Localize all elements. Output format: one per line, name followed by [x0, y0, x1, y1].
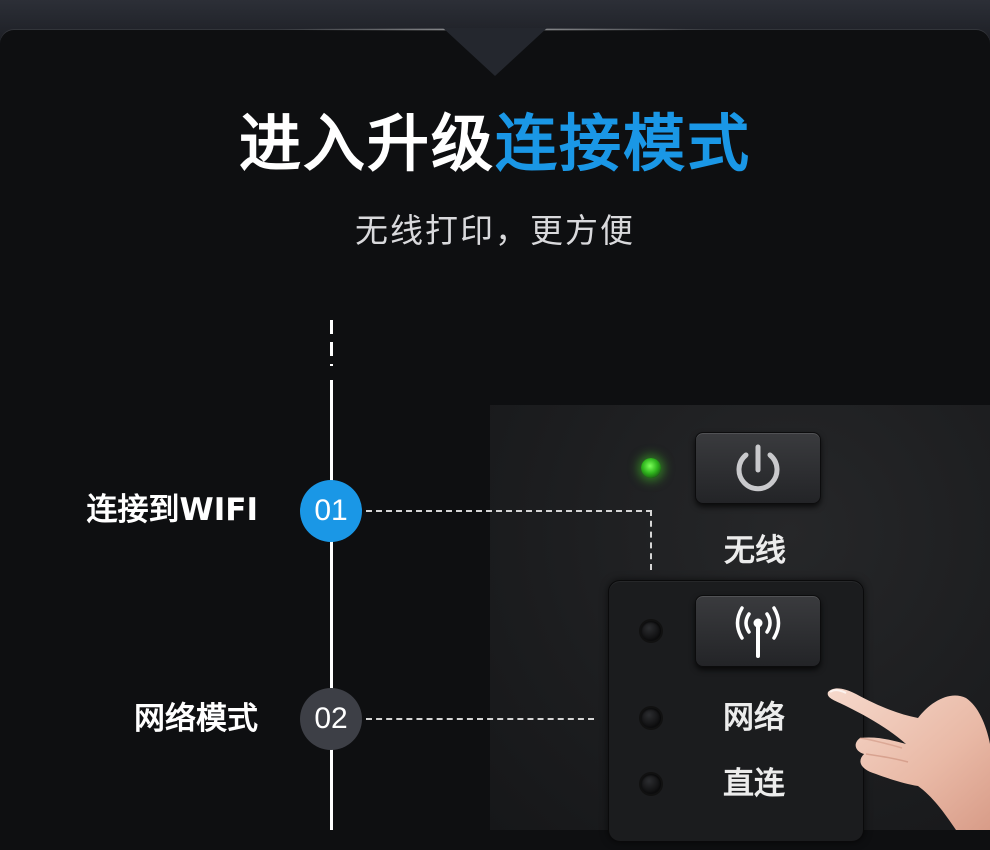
- step-label-wifi: 连接到WIFI: [86, 492, 258, 528]
- headline: 进入升级连接模式: [0, 104, 990, 184]
- notch-decoration: [443, 28, 547, 76]
- pointing-hand-icon: [827, 688, 990, 830]
- power-led-indicator: [641, 458, 661, 478]
- connector-drop-01: [650, 510, 652, 570]
- wifi-mode-button[interactable]: [695, 595, 821, 667]
- network-led-indicator: [641, 708, 661, 728]
- step-badge-01: 01: [300, 480, 362, 542]
- headline-part1: 进入升级: [238, 107, 495, 180]
- wifi-antenna-icon: [735, 606, 781, 658]
- wireless-label: 无线: [724, 533, 786, 569]
- connector-line-02: [366, 718, 594, 720]
- connector-line-01: [366, 510, 652, 512]
- subtitle: 无线打印，更方便: [355, 211, 635, 250]
- direct-label: 直连: [723, 766, 785, 802]
- timeline-line: [330, 380, 333, 830]
- step-label-network-mode: 网络模式: [134, 701, 258, 737]
- direct-led-indicator: [641, 774, 661, 794]
- headline-part2: 连接模式: [495, 107, 752, 180]
- power-icon: [736, 444, 780, 492]
- power-button[interactable]: [695, 432, 821, 504]
- step-badge-02: 02: [300, 688, 362, 750]
- wifi-led-indicator: [641, 621, 661, 641]
- network-label: 网络: [723, 700, 785, 736]
- timeline-dash: [330, 320, 333, 366]
